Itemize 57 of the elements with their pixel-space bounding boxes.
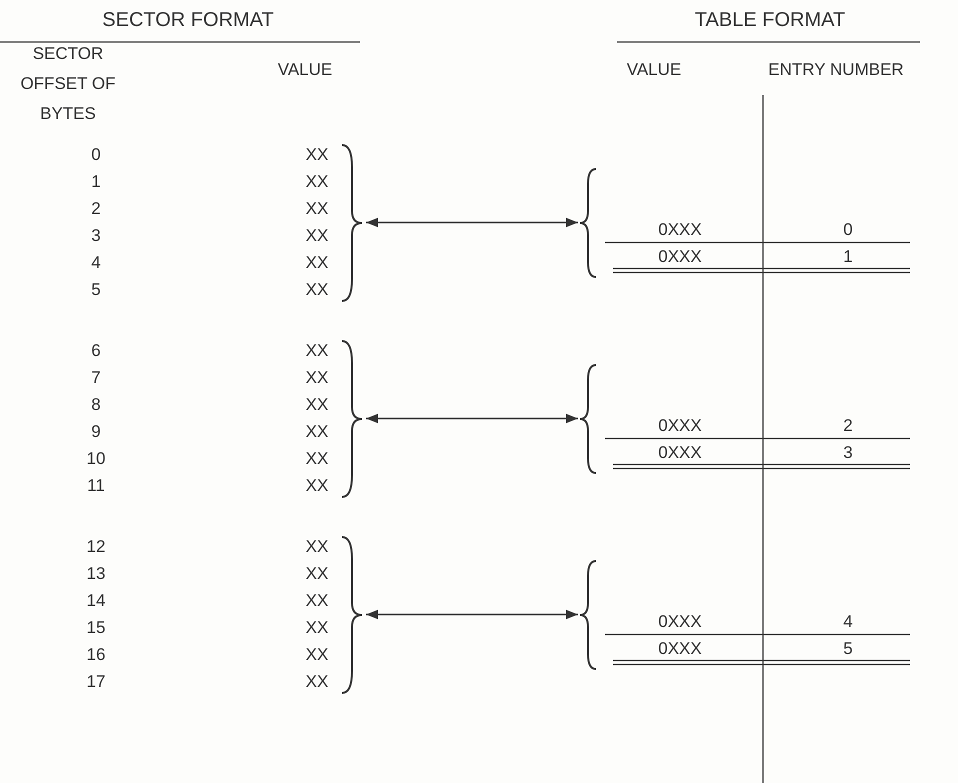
- table-value: XX: [306, 449, 328, 469]
- table-value: XX: [306, 591, 328, 611]
- table-value: 0XXX: [658, 220, 702, 240]
- table-value: XX: [306, 253, 328, 273]
- table-value: XX: [306, 172, 328, 192]
- table-value: 6: [91, 341, 101, 361]
- double-arrow: [366, 414, 578, 424]
- column-header: VALUE: [626, 60, 682, 80]
- table-value: XX: [306, 341, 328, 361]
- table-value: XX: [306, 422, 328, 442]
- table-value: XX: [306, 564, 328, 584]
- table-value: 0XXX: [658, 416, 702, 436]
- table-value: XX: [306, 645, 328, 665]
- table-value: 4: [843, 612, 853, 632]
- double-arrow: [366, 610, 578, 620]
- table-value: 11: [87, 476, 105, 496]
- table-value: 7: [91, 368, 101, 388]
- table-value: 15: [86, 618, 106, 638]
- table-value: 17: [86, 672, 106, 692]
- section-heading: SECTOR FORMAT: [102, 10, 274, 30]
- table-value: 10: [86, 449, 106, 469]
- table-value: 0XXX: [658, 612, 702, 632]
- table-value: 0XXX: [658, 638, 702, 658]
- table-value: 16: [86, 645, 106, 665]
- column-header: SECTOR OFFSET OF BYTES: [19, 43, 117, 125]
- table-value: XX: [306, 618, 328, 638]
- column-header: VALUE: [278, 60, 332, 80]
- table-value: 13: [86, 564, 106, 584]
- table-value: 3: [91, 226, 101, 246]
- table-value: XX: [306, 226, 328, 246]
- table-value: XX: [306, 395, 328, 415]
- table-value: XX: [306, 280, 328, 300]
- table-value: XX: [306, 368, 328, 388]
- section-heading: TABLE FORMAT: [694, 10, 846, 30]
- table-value: 8: [91, 395, 101, 415]
- table-value: 14: [86, 591, 106, 611]
- table-value: 1: [91, 172, 101, 192]
- table-value: 3: [843, 442, 853, 462]
- table-value: 5: [843, 638, 853, 658]
- table-value: XX: [306, 672, 328, 692]
- table-value: 2: [843, 416, 853, 436]
- table-value: XX: [306, 476, 328, 496]
- table-value: XX: [306, 537, 328, 557]
- table-value: XX: [306, 145, 328, 165]
- table-value: 0XXX: [658, 442, 702, 462]
- column-header: ENTRY NUMBER: [768, 60, 904, 80]
- table-value: 0XXX: [658, 246, 702, 266]
- table-value: 4: [91, 253, 101, 273]
- double-arrow: [366, 218, 578, 228]
- table-value: 12: [86, 537, 106, 557]
- table-value: 1: [843, 246, 853, 266]
- table-value: XX: [306, 199, 328, 219]
- table-value: 0: [843, 220, 853, 240]
- table-value: 5: [91, 280, 101, 300]
- table-value: 9: [91, 422, 101, 442]
- table-value: 0: [91, 145, 101, 165]
- table-value: 2: [91, 199, 101, 219]
